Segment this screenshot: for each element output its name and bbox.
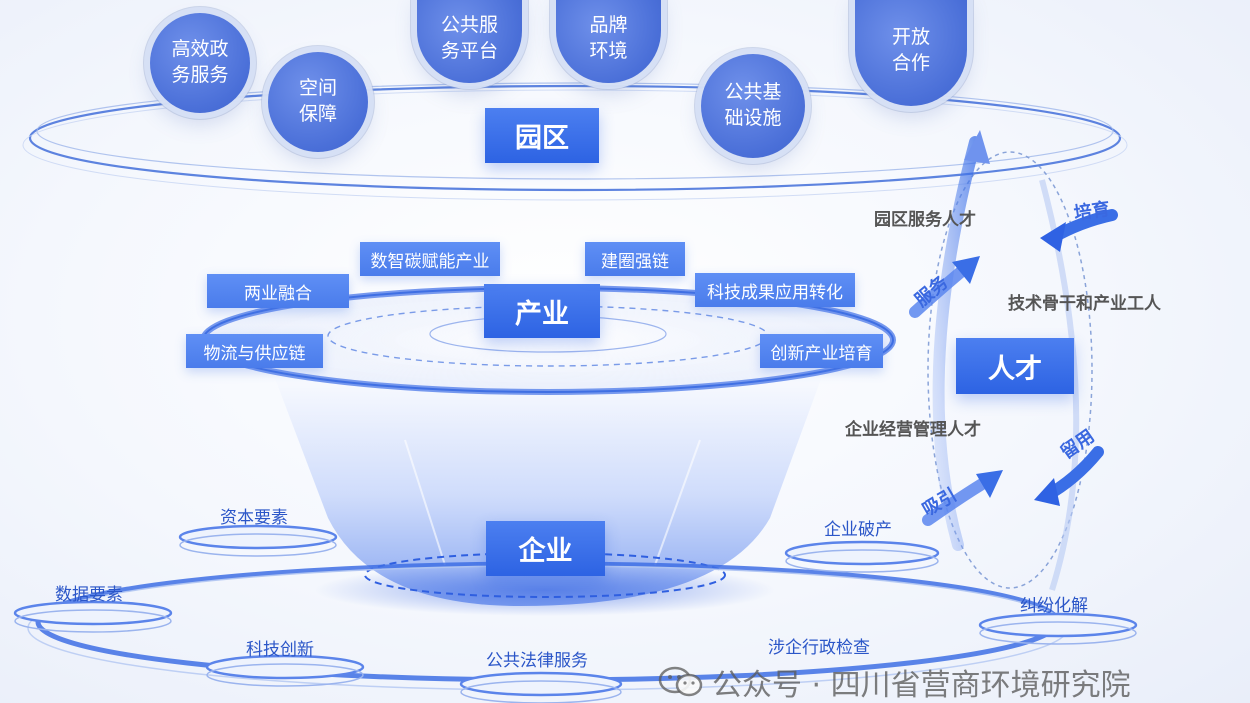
industry-tag-chain-building: 建圈强链 xyxy=(585,242,685,276)
park-bubble-label: 高效政 务服务 xyxy=(171,38,229,86)
industry-tag-innovation-cultivation: 创新产业培育 xyxy=(760,334,883,368)
talent-title: 人才 xyxy=(956,338,1074,394)
industry-tag-logistics: 物流与供应链 xyxy=(186,334,323,368)
talent-label-management: 企业经营管理人才 xyxy=(845,420,981,440)
ring-label-capital: 资本要素 xyxy=(220,508,288,528)
ring-label-admin-inspection: 涉企行政检查 xyxy=(768,638,870,658)
park-bubble-label: 公共服 务平台 xyxy=(440,13,498,62)
park-bubble-label: 品牌 环境 xyxy=(589,13,628,62)
park-bubble-space-guarantee: 空间 保障 xyxy=(268,52,368,152)
ring-label-dispute-resolution: 纠纷化解 xyxy=(1020,596,1088,616)
park-bubble-label: 公共基 础设施 xyxy=(724,81,782,129)
park-bubble-label: 开放 合作 xyxy=(891,26,930,74)
ring-label-bankruptcy: 企业破产 xyxy=(824,520,892,540)
industry-tag-two-sector-integration: 两业融合 xyxy=(207,274,349,308)
park-title: 园区 xyxy=(485,108,599,163)
ring-label-tech-innovation: 科技创新 xyxy=(246,640,314,660)
park-rings xyxy=(22,82,1128,201)
wechat-icon xyxy=(658,666,704,698)
ring-pedestals xyxy=(13,524,1138,703)
ring-label-data: 数据要素 xyxy=(55,585,123,605)
watermark-text: 公众号 · 四川省营商环境研究院 xyxy=(712,668,1131,703)
park-bubble-label: 空间 保障 xyxy=(298,77,337,125)
talent-loop xyxy=(909,130,1118,591)
ring-label-legal-service: 公共法律服务 xyxy=(486,651,588,671)
funnel xyxy=(268,360,828,616)
park-bubble-public-service-platform: 公共服 务平台 xyxy=(417,0,522,83)
park-bubble-brand-environment: 品牌 环境 xyxy=(556,0,661,83)
talent-label-park-service: 园区服务人才 xyxy=(874,210,976,230)
industry-tag-digital-carbon: 数智碳赋能产业 xyxy=(360,242,500,276)
watermark: 公众号 · 四川省营商环境研究院 xyxy=(658,664,1131,703)
talent-label-tech-backbone: 技术骨干和产业工人 xyxy=(1008,294,1161,314)
park-bubble-open-cooperation: 开放 合作 xyxy=(855,0,967,106)
arrow-label-cultivate: 培育 xyxy=(1072,198,1112,225)
industry-title: 产业 xyxy=(484,284,600,338)
park-bubble-efficient-gov-service: 高效政 务服务 xyxy=(150,13,250,113)
park-bubble-public-infrastructure: 公共基 础设施 xyxy=(701,54,805,158)
industry-tag-tech-transfer: 科技成果应用转化 xyxy=(695,273,855,307)
enterprise-title: 企业 xyxy=(486,521,605,576)
